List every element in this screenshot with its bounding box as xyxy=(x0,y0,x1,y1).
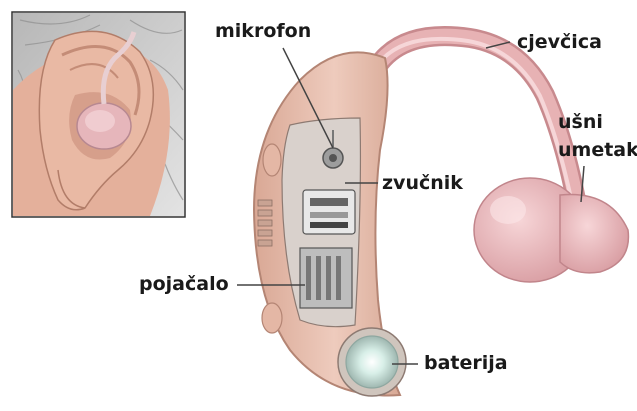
label-pojacalo: pojačalo xyxy=(139,275,229,294)
ear-inset-image xyxy=(12,12,185,217)
label-usni: ušni xyxy=(558,113,603,132)
label-baterija: baterija xyxy=(424,354,508,373)
label-umetak: umetak xyxy=(558,141,637,160)
battery-component xyxy=(338,328,406,396)
label-cjevcica: cjevčica xyxy=(517,33,602,52)
label-mikrofon: mikrofon xyxy=(215,22,311,41)
label-zvucnik: zvučnik xyxy=(382,174,463,193)
amplifier-component xyxy=(300,248,352,308)
earpiece-illustration xyxy=(474,178,628,282)
speaker-component xyxy=(303,190,355,234)
